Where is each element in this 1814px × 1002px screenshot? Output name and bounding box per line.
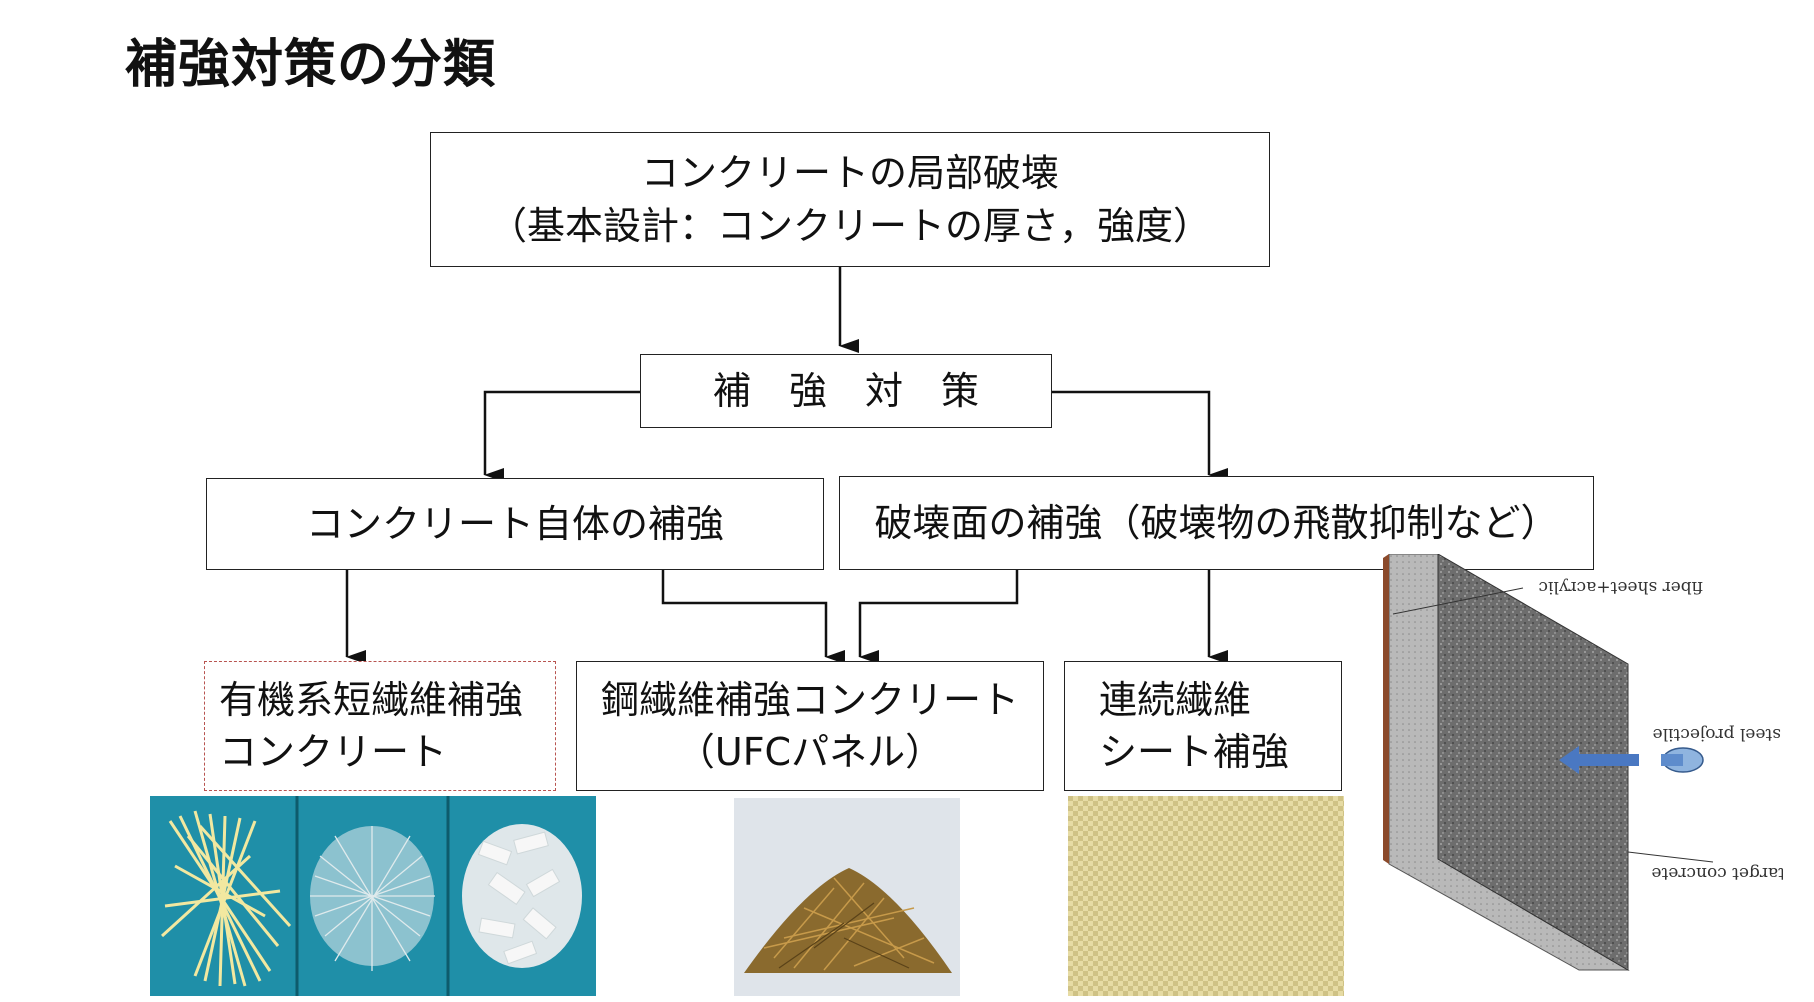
fiber-sheet-photo [1068,796,1344,996]
node-fracture-surface-label: 破壊面の補強（破壊物の飛散抑制など） [874,500,1559,545]
node-steel-fiber: 鋼繊維補強コンクリート （UFCパネル） [576,661,1044,791]
arrow-surface-to-steel [858,570,1019,664]
arrow-measures-to-surface [1052,390,1228,482]
node-continuous-fiber-line2: シート補強 [1099,730,1290,774]
concrete-panel-image: fiber sheet+acrylic steel projectile tar… [1383,553,1785,971]
organic-fiber-photo [150,796,596,996]
node-reinforcement-measures-label: 補 強 対 策 [712,368,979,413]
concrete-panel-illustration: fiber sheet+acrylic steel projectile tar… [1383,553,1785,974]
node-local-failure-line1: コンクリートの局部破壊 [640,151,1059,196]
node-continuous-fiber-line1: 連続繊維 [1099,677,1252,722]
fiber-sheet-image [1068,796,1344,996]
node-fracture-surface: 破壊面の補強（破壊物の飛散抑制など） [839,476,1594,570]
arrow-measures-to-concrete [483,390,640,482]
node-reinforcement-measures: 補 強 対 策 [640,354,1052,428]
node-steel-fiber-line1: 鋼繊維補強コンクリート [600,677,1019,722]
node-local-failure-line2: （基本設計：コンクリートの厚さ，強度） [488,203,1211,248]
node-organic-fiber-line1: 有機系短繊維補強 [219,677,524,722]
node-continuous-fiber: 連続繊維 シート補強 [1064,661,1342,791]
page-title: 補強対策の分類 [125,35,497,95]
steel-fiber-image [734,798,960,996]
panel-label-fiber-sheet: fiber sheet+acrylic [1539,577,1703,597]
steel-fiber-photo [734,798,960,996]
panel-label-target: target concrete [1651,863,1783,883]
panel-label-projectile: steel projectile [1653,724,1781,744]
arrow-concrete-to-steel [661,570,845,664]
node-organic-fiber: 有機系短繊維補強 コンクリート [204,661,556,791]
node-concrete-self-label: コンクリート自体の補強 [305,501,724,546]
node-steel-fiber-line2: （UFCパネル） [676,730,944,774]
organic-fiber-image [150,796,596,996]
node-local-failure: コンクリートの局部破壊 （基本設計：コンクリートの厚さ，強度） [430,132,1270,267]
node-concrete-self: コンクリート自体の補強 [206,478,824,570]
node-organic-fiber-line2: コンクリート [219,730,448,774]
